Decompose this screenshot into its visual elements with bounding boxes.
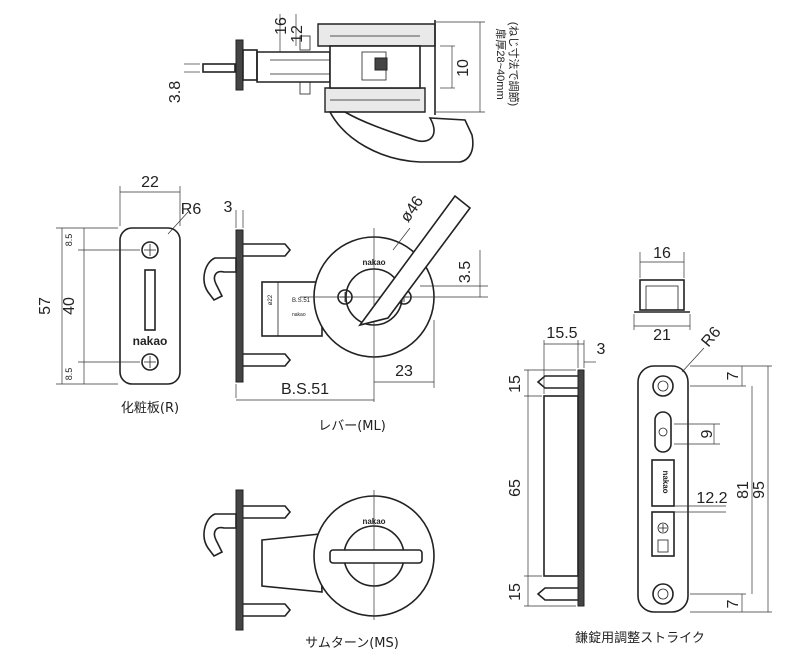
dim-strike-12-2: 12.2 <box>696 490 727 507</box>
dim-strike-15-bottom: 15 <box>507 583 524 601</box>
dim-top-12: 12 <box>289 25 306 43</box>
lever-mount-plate <box>235 229 244 383</box>
dim-strike-15-top: 15 <box>507 375 524 393</box>
dim-strike-7-top: 7 <box>725 371 742 380</box>
lever-bs-mark: B.S.51 <box>292 298 311 304</box>
dim-strike-7-bottom: 7 <box>725 599 742 608</box>
strike-front-plate <box>637 365 689 613</box>
dim-escutcheon-8-5-bottom: 8.5 <box>64 368 74 381</box>
dim-lever-diameter-46: ø46 <box>397 193 427 225</box>
dim-escutcheon-r6: R6 <box>181 201 202 218</box>
dim-lever-bs51: B.S.51 <box>281 381 329 398</box>
dim-lever-3-5: 3.5 <box>457 261 474 283</box>
escutcheon-slot <box>144 269 156 331</box>
strike-screw-hole-top <box>652 375 674 397</box>
lever-body <box>261 281 323 337</box>
top-view-assembly <box>184 14 485 163</box>
dim-escutcheon-22: 22 <box>141 174 159 191</box>
thumbturn-rose-brand: nakao <box>362 517 385 526</box>
strike-side-body <box>543 395 579 577</box>
lever-rose-brand: nakao <box>362 258 385 267</box>
escutcheon-plate <box>56 186 189 385</box>
lever-small-mark: ø22 <box>268 294 274 305</box>
door-thickness-adjust-note: (ねじ寸法で調節) <box>507 22 521 106</box>
dim-escutcheon-8-5-top: 8.5 <box>64 234 74 247</box>
top-body <box>256 51 331 83</box>
escutcheon-screw-top <box>141 241 159 259</box>
dim-escutcheon-57: 57 <box>37 297 54 315</box>
dim-strike-21: 21 <box>653 327 671 344</box>
strike-side-view <box>524 340 596 607</box>
dim-strike-65: 65 <box>507 479 524 497</box>
caption-lever: レバー(ML) <box>318 419 386 434</box>
door-thickness-note: 扉厚28~40mm <box>494 28 507 99</box>
thumbturn-hook-latch <box>203 513 237 558</box>
dim-top-10: 10 <box>455 59 472 77</box>
lever-handle-assembly <box>203 194 488 402</box>
escutcheon-brand-mark: nakao <box>133 334 168 348</box>
lever-body-brand: nakao <box>292 312 306 318</box>
dim-escutcheon-40: 40 <box>61 297 78 315</box>
lever-hook-latch <box>203 257 237 302</box>
dim-lever-23: 23 <box>395 363 413 380</box>
thumbturn-assembly <box>203 489 435 631</box>
dim-strike-9: 9 <box>699 429 716 438</box>
dim-strike-16: 16 <box>653 245 671 262</box>
dim-strike-95: 95 <box>751 481 768 499</box>
caption-strike: 鎌錠用調整ストライク <box>575 631 705 646</box>
top-left-rose <box>235 39 244 91</box>
strike-top-block <box>633 252 691 330</box>
top-rose-upper <box>317 23 436 47</box>
thumbturn-mount-plate <box>235 489 244 631</box>
top-lever-arm <box>328 111 474 163</box>
thumbturn-knob <box>329 549 423 564</box>
lever-blade <box>358 194 472 327</box>
strike-adjust-slot <box>654 411 672 453</box>
dim-strike-3: 3 <box>597 341 606 358</box>
dim-strike-r6: R6 <box>698 324 724 351</box>
dim-top-3-8: 3.8 <box>167 81 184 103</box>
dim-strike-15-5: 15.5 <box>546 325 577 342</box>
dim-top-16: 16 <box>273 17 290 35</box>
dim-lever-3: 3 <box>224 199 233 216</box>
strike-brand-mark: nakao <box>661 470 670 493</box>
thumbturn-body <box>261 533 323 593</box>
escutcheon-screw-bottom <box>141 353 159 371</box>
caption-escutcheon: 化粧板(R) <box>121 401 179 416</box>
caption-thumbturn: サムターン(MS) <box>305 636 399 651</box>
top-spindle <box>202 63 236 73</box>
dim-strike-81: 81 <box>735 481 752 499</box>
strike-front-view <box>637 347 772 613</box>
strike-screw-hole-bottom <box>652 583 674 605</box>
